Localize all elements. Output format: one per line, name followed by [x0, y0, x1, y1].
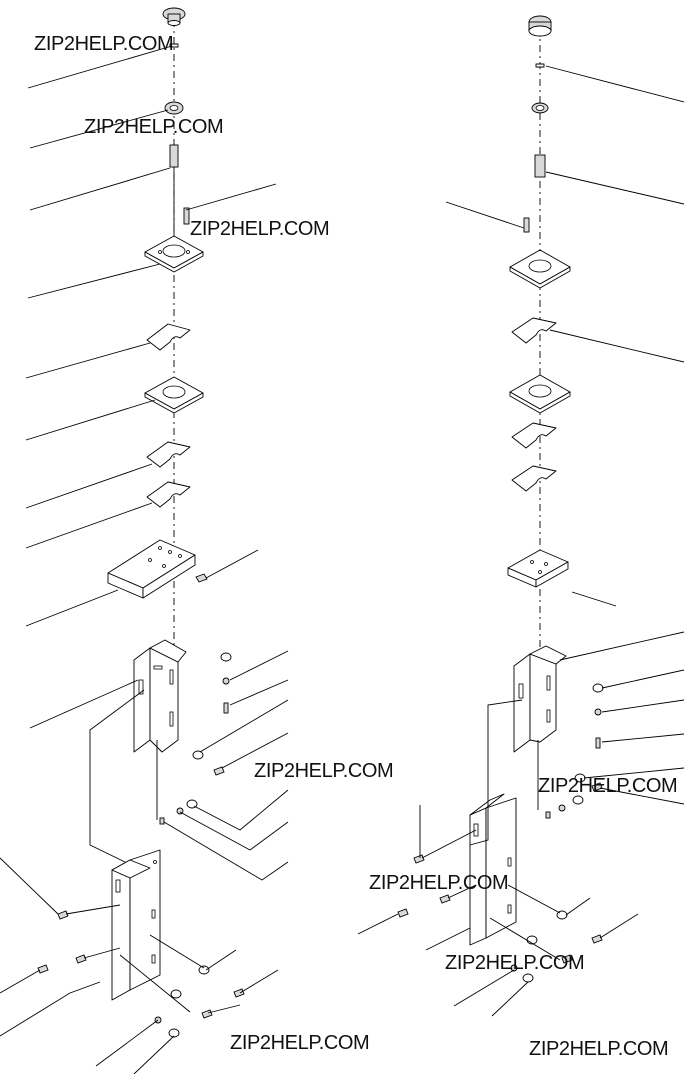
- right-horseshoe-3: [511, 465, 557, 492]
- left-leader-lines: [0, 45, 289, 1074]
- right-clip: [535, 63, 545, 68]
- left-assembly-line-4: [65, 904, 121, 915]
- right-washer: [531, 102, 549, 114]
- right-horseshoe-1: [511, 317, 557, 344]
- watermark: ZIP2HELP.COM: [529, 1038, 669, 1060]
- left-washer: [164, 101, 184, 115]
- left-top-plate: [144, 235, 204, 273]
- right-assembly: [357, 15, 684, 1017]
- watermark: ZIP2HELP.COM: [538, 775, 678, 797]
- left-horseshoe-2: [146, 441, 191, 468]
- left-knob: [162, 7, 186, 26]
- left-hardware-upper: [159, 652, 232, 825]
- left-assembly: [0, 7, 289, 1074]
- right-block-leader: [571, 591, 617, 607]
- left-horseshoe-1: [146, 323, 191, 351]
- watermark: ZIP2HELP.COM: [34, 33, 174, 55]
- watermark: ZIP2HELP.COM: [445, 952, 585, 974]
- right-plate-2: [509, 374, 571, 414]
- left-assembly-line-1: [89, 689, 145, 863]
- watermark: ZIP2HELP.COM: [190, 218, 330, 240]
- left-assembly-line-6: [149, 934, 205, 969]
- right-assembly-line-4: [421, 829, 477, 859]
- left-hardware-lower: [37, 910, 245, 1038]
- left-plunger: [169, 144, 179, 235]
- right-assembly-line-1: [469, 699, 523, 846]
- right-plunger: [534, 154, 546, 178]
- left-mounting-block: [107, 539, 196, 599]
- watermark: ZIP2HELP.COM: [254, 760, 394, 782]
- right-horseshoe-2: [511, 422, 557, 449]
- right-leader-lines: [357, 65, 684, 1017]
- right-mounting-block: [507, 549, 569, 588]
- watermark: ZIP2HELP.COM: [369, 872, 509, 894]
- right-lower-bracket: [469, 793, 517, 946]
- left-upper-bracket: [133, 639, 187, 753]
- left-block-screw: [195, 573, 208, 583]
- right-upper-bracket: [513, 645, 567, 753]
- right-spring-pin: [523, 217, 530, 233]
- watermark: ZIP2HELP.COM: [84, 116, 224, 138]
- right-assembly-line-5: [447, 884, 477, 899]
- left-lower-bracket: [111, 849, 161, 1001]
- watermark: ZIP2HELP.COM: [230, 1032, 370, 1054]
- right-assembly-line-3: [489, 917, 561, 961]
- left-assembly-line-5: [83, 947, 121, 959]
- left-horseshoe-3: [146, 481, 191, 508]
- right-top-plate: [509, 249, 571, 289]
- left-assembly-line-3: [119, 954, 191, 1013]
- right-knob: [528, 15, 552, 37]
- left-spring-pin: [183, 207, 190, 225]
- left-plate-2: [144, 376, 204, 414]
- right-assembly-line-6: [507, 884, 561, 914]
